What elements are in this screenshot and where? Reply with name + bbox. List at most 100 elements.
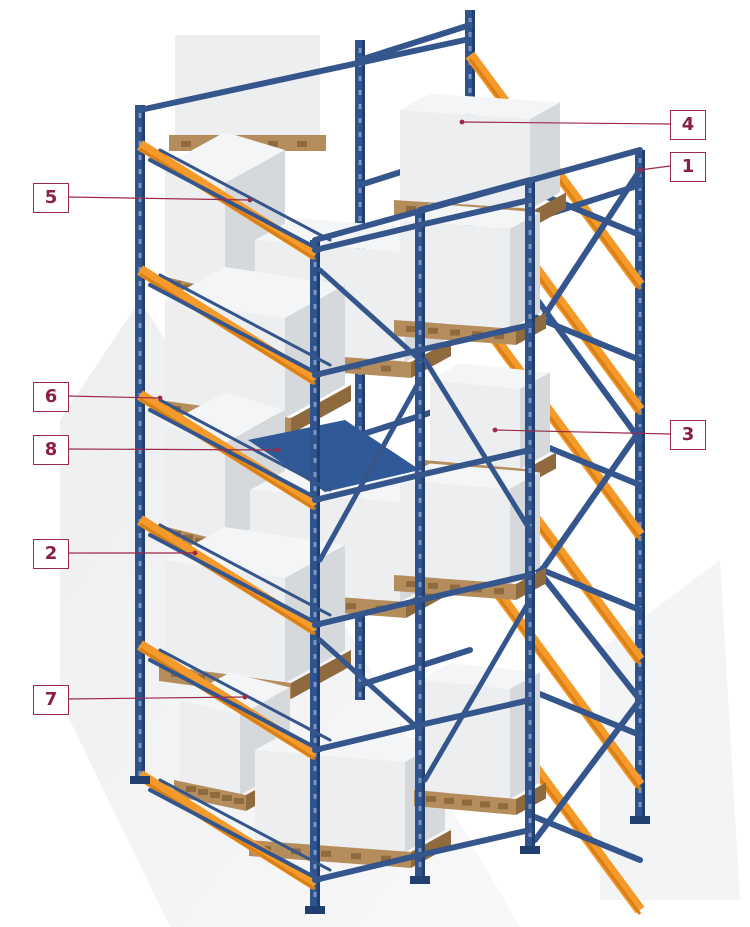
right-front-upright-hole — [528, 552, 532, 557]
front-upright-hole — [313, 528, 317, 533]
right-back-upright-hole — [638, 214, 642, 219]
brace — [532, 427, 643, 583]
back-left-upright-hole — [358, 636, 362, 641]
load-r1-pallet-slot — [428, 327, 438, 334]
right-back-upright-hole — [638, 592, 642, 597]
right-back-upright-hole — [638, 788, 642, 793]
front-upright-hole — [313, 654, 317, 659]
base-plate — [630, 816, 650, 824]
back-left-upright-hole — [358, 650, 362, 655]
center-front-upright-hole — [418, 638, 422, 643]
front-upright-hole — [313, 612, 317, 617]
left-front-upright-hole — [138, 715, 142, 720]
right-back-upright-hole — [638, 312, 642, 317]
front-upright-hole — [313, 598, 317, 603]
back-left-upright-hole — [358, 146, 362, 151]
right-back-upright-hole — [638, 382, 642, 387]
load-l5-top — [180, 672, 290, 715]
front-rail — [417, 697, 533, 728]
top-rail — [417, 177, 533, 213]
center-front-upright-hole — [418, 372, 422, 377]
right-front-upright-hole — [528, 734, 532, 739]
front-upright-hole — [313, 472, 317, 477]
center-front-upright-hole — [418, 624, 422, 629]
right-front-upright-hole — [528, 468, 532, 473]
center-front-upright-hole — [418, 764, 422, 769]
left-front-upright-hole — [138, 127, 142, 132]
leader-3-dot — [492, 427, 498, 433]
leader-5-dot — [247, 197, 253, 203]
left-front-upright-hole — [138, 617, 142, 622]
front-upright-hole — [313, 570, 317, 575]
right-back-upright-hole — [638, 228, 642, 233]
front-upright-hole — [313, 584, 317, 589]
load-r4-pallet-slot — [444, 797, 454, 804]
load-l3-front — [165, 425, 225, 543]
right-front-upright-hole — [528, 650, 532, 655]
callout-1: 1 — [670, 152, 706, 182]
brace — [422, 597, 533, 783]
front-upright-hole — [313, 318, 317, 323]
load-r4-pallet-slot — [498, 803, 508, 810]
right-front-upright-hole — [528, 720, 532, 725]
left-front-upright-hole — [138, 267, 142, 272]
back-upright-hole — [468, 18, 472, 23]
center-front-upright-hole — [418, 414, 422, 419]
load-l2-front — [165, 300, 285, 418]
load-r3-front — [400, 480, 510, 584]
load-r4-pallet-slot — [462, 799, 472, 806]
back-left-upright-hole — [358, 426, 362, 431]
load-top-left-pallet-slot — [297, 141, 307, 147]
center-front-upright-hole — [418, 526, 422, 531]
right-back-upright-hole — [638, 326, 642, 331]
leader-2-dot — [192, 550, 198, 556]
left-front-upright-hole — [138, 351, 142, 356]
center-front-upright-hole — [418, 274, 422, 279]
right-back-upright-hole — [638, 270, 642, 275]
load-r0-pallet-side — [536, 192, 566, 225]
load-r3-pallet-slot — [406, 581, 416, 587]
left-front-upright-hole — [138, 449, 142, 454]
base-plate — [520, 846, 540, 854]
brace — [422, 357, 533, 533]
roller-track — [158, 398, 332, 492]
right-front-upright-hole — [528, 622, 532, 627]
right-front-upright-hole — [528, 216, 532, 221]
center-front-upright-hole — [418, 750, 422, 755]
right-front-upright-hole — [528, 762, 532, 767]
left-front-upright-hole — [138, 729, 142, 734]
leader-5 — [66, 196, 251, 201]
front-upright-hole — [313, 850, 317, 855]
back-left-upright-hole — [358, 664, 362, 669]
center-front-upright-hole — [418, 806, 422, 811]
center-front-upright-hole — [418, 218, 422, 223]
right-front-upright-hole — [528, 314, 532, 319]
front-rail — [417, 572, 533, 603]
right-front-upright-hole — [528, 594, 532, 599]
left-front-upright-hole — [138, 211, 142, 216]
center-front-upright-hole — [418, 708, 422, 713]
left-front-upright-hole — [138, 379, 142, 384]
right-back-upright-hole — [638, 186, 642, 191]
left-front-upright-hole — [138, 183, 142, 188]
center-front-upright-hole — [418, 344, 422, 349]
right-back-upright-hole — [638, 508, 642, 513]
center-front-upright-hole — [418, 540, 422, 545]
right-front-upright-hole — [528, 636, 532, 641]
center-front-upright-hole — [418, 820, 422, 825]
back-upright-hole — [468, 74, 472, 79]
center-front-upright-hole — [418, 498, 422, 503]
center-front-upright-hole — [418, 736, 422, 741]
callout-7: 7 — [33, 685, 69, 715]
left-front-upright — [135, 105, 145, 780]
left-front-upright-hole — [138, 491, 142, 496]
left-front-upright-hole — [138, 561, 142, 566]
load-r1-pallet-slot — [406, 326, 416, 332]
leader-7-dot — [242, 694, 248, 700]
callout-2: 2 — [33, 539, 69, 569]
right-front-upright-hole — [528, 300, 532, 305]
right-back-upright-hole — [638, 396, 642, 401]
roller-track — [158, 148, 332, 242]
load-l3b-pallet-slot — [346, 603, 356, 610]
